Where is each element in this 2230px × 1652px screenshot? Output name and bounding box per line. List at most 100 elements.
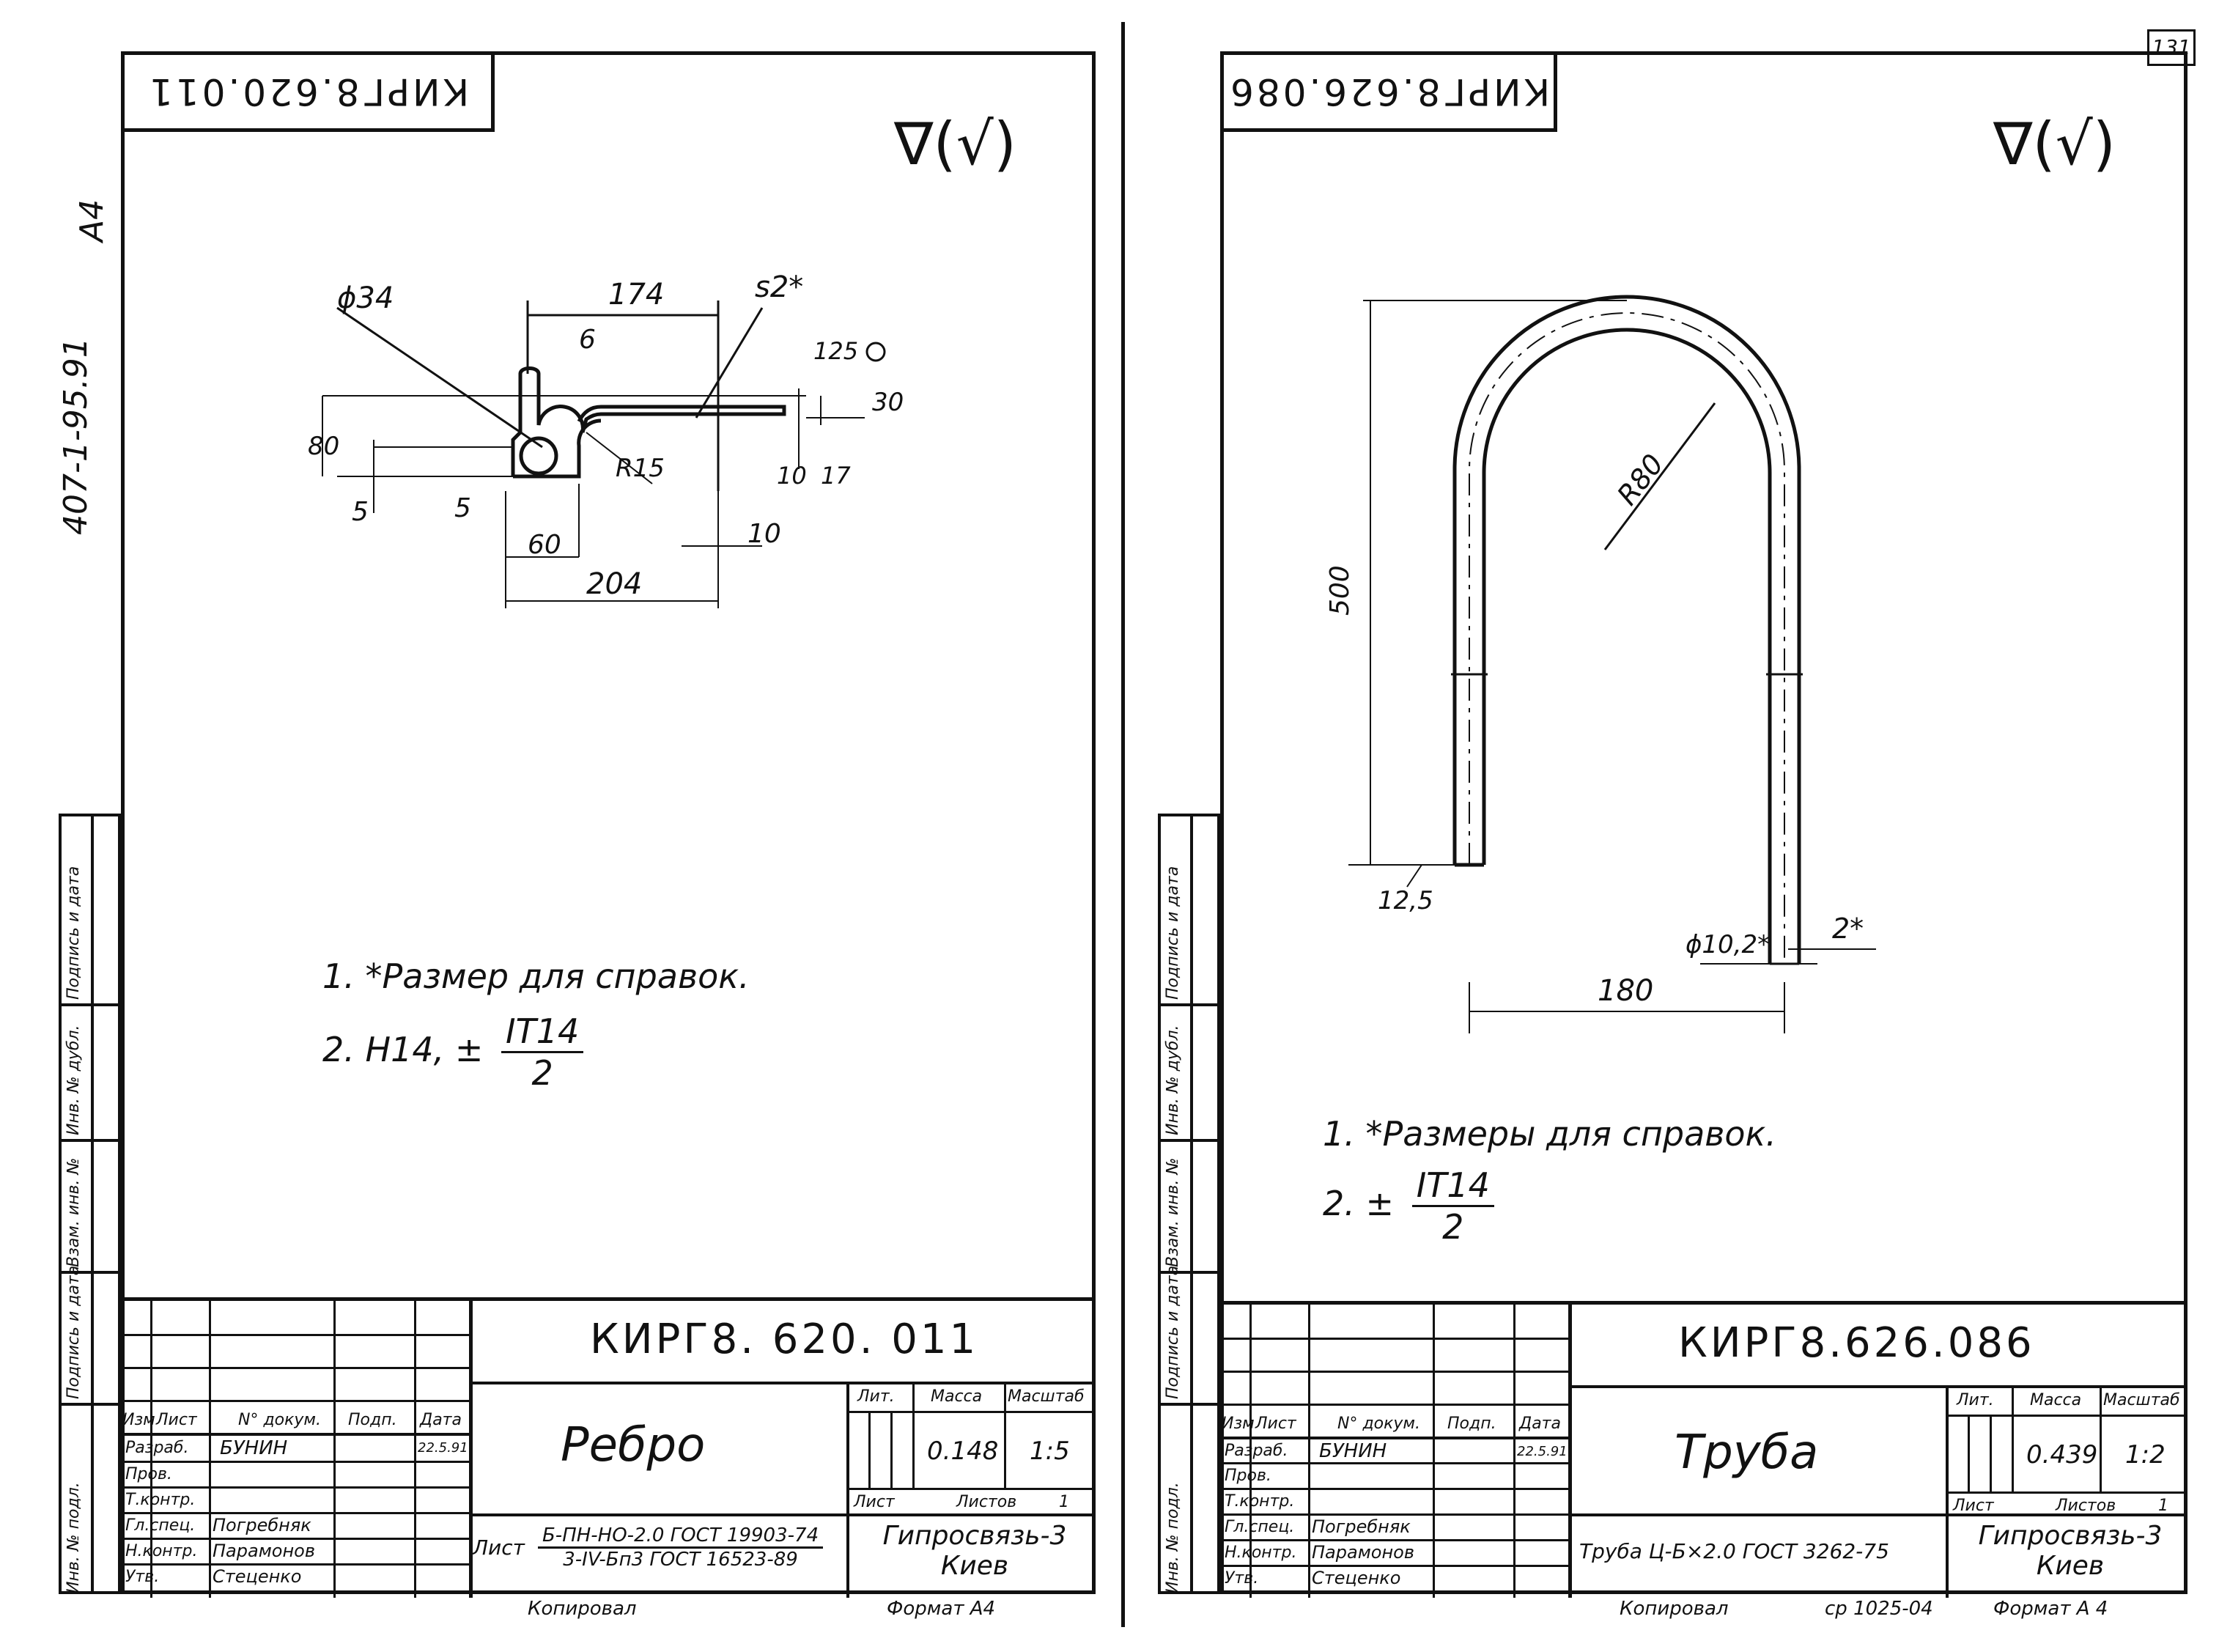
strip-label-inv-podl: Инв. № подл. — [1164, 1482, 1182, 1593]
strip-label-inv-dubl: Инв. № дубл. — [64, 1025, 83, 1135]
razrab-name: БУНИН — [220, 1437, 288, 1459]
right-material: Труба Ц-Б×2.0 ГОСТ 3262-75 — [1579, 1539, 1889, 1563]
right-tube-drawing: 500 R80 12,5 180 ϕ10,2* 2* — [1325, 295, 1876, 1033]
hdr-podp: Подп. — [348, 1411, 397, 1429]
right-sheet-frame — [1220, 51, 2187, 1594]
left-stamp-code: КИРГ8.620.011 — [147, 70, 470, 113]
lit-label: Лит. — [857, 1387, 895, 1406]
left-tb-code: КИРГ8. 620. 011 — [590, 1316, 979, 1363]
right-note-1: 1. *Размеры для справок. — [1323, 1114, 1776, 1154]
hdr-date: Дата — [420, 1411, 462, 1429]
dim-d10a: 10 — [777, 462, 807, 490]
hdr-izm: Изм — [1222, 1415, 1255, 1433]
listov-label: Листов — [956, 1493, 1017, 1511]
left-sheet-frame — [121, 51, 1096, 1594]
dim-d204: 204 — [586, 567, 642, 601]
dim-d500: 500 — [1325, 565, 1355, 616]
nkontr-name: Парамонов — [1312, 1542, 1415, 1563]
hdr-doc: N° докум. — [238, 1411, 322, 1429]
dim-d2: 2* — [1832, 912, 1864, 945]
row-tkontr: Т.контр. — [125, 1491, 196, 1509]
strip-label-podpis-2: Подпись и дата — [64, 866, 83, 1000]
dim-d5a: 5 — [352, 497, 369, 527]
left-note-1: 1. *Размер для справок. — [322, 956, 750, 996]
hdr-izm: Изм — [122, 1411, 155, 1429]
dim-d180: 180 — [1598, 974, 1653, 1008]
row-glspec: Гл.спец. — [1225, 1518, 1295, 1536]
right-bottom-code: ср 1025-04 — [1825, 1598, 1933, 1620]
left-side-strip: Инв. № подл. Подпись и дата Взам. инв. №… — [59, 814, 121, 1594]
side-doc-code: 407-1-95.91 — [57, 337, 95, 535]
dim-d60: 60 — [528, 530, 561, 560]
right-bottom-kopiroval: Копировал — [1620, 1598, 1729, 1620]
masshtab-label: Масштаб — [1008, 1387, 1085, 1406]
strip-label-podpis-1: Подпись и дата — [1164, 1265, 1182, 1399]
dim-d5b: 5 — [454, 493, 471, 523]
right-stamp-code: КИРГ8.626.086 — [1227, 70, 1551, 113]
right-stamp-code-box: КИРГ8.626.086 — [1220, 51, 1557, 132]
razrab-date: 22.5.91 — [1517, 1444, 1568, 1459]
nkontr-name: Парамонов — [213, 1541, 316, 1561]
dim-d125: 125 — [813, 337, 858, 365]
listov-value: 1 — [1059, 1493, 1069, 1511]
row-nkontr: Н.контр. — [1225, 1544, 1297, 1562]
right-side-strip: Инв. № подл. Подпись и дата Взам. инв. №… — [1158, 814, 1220, 1594]
massa-value: 0.148 — [927, 1437, 999, 1466]
masshtab-label: Масштаб — [2103, 1391, 2180, 1409]
masshtab-value: 1:5 — [1030, 1437, 1070, 1466]
row-prov: Пров. — [125, 1465, 172, 1483]
strip-label-vzam: Взам. инв. № — [1164, 1157, 1182, 1267]
sheet-divider — [1121, 22, 1125, 1627]
dim-s2: s2* — [755, 270, 803, 304]
left-stamp-code-box: КИРГ8.620.011 — [121, 51, 495, 132]
row-utv: Утв. — [125, 1568, 160, 1586]
listov-value: 1 — [2158, 1497, 2168, 1515]
left-bottom-kopiroval: Копировал — [528, 1598, 637, 1620]
dim-d125: 12,5 — [1378, 886, 1433, 915]
list-label: Лист — [854, 1493, 895, 1511]
dim-d102: ϕ10,2* — [1686, 930, 1770, 959]
dim-r80: R80 — [1611, 448, 1670, 511]
utv-name: Стеценко — [1312, 1568, 1401, 1588]
row-nkontr: Н.контр. — [125, 1542, 198, 1560]
list-label: Лист — [1953, 1497, 1994, 1515]
row-prov: Пров. — [1225, 1467, 1271, 1485]
side-format: A4 — [73, 199, 111, 242]
left-rib-drawing: ϕ34 174 s2* 6 125 30 80 R15 10 17 5 5 60… — [308, 270, 904, 608]
left-roughness-symbol: ∇(√) — [894, 110, 1016, 178]
left-bottom-format: Формат А4 — [887, 1598, 996, 1620]
right-title-block: Изм Лист N° докум. Подп. Дата Разраб. БУ… — [1220, 1301, 2187, 1598]
utv-name: Стеценко — [213, 1566, 302, 1587]
row-razrab: Разраб. — [1225, 1442, 1288, 1460]
strip-label-podpis-1: Подпись и дата — [64, 1265, 83, 1399]
left-title-block: Изм Лист N° докум. Подп. Дата Разраб. БУ… — [121, 1297, 1096, 1598]
row-glspec: Гл.спец. — [125, 1516, 196, 1535]
dim-d30: 30 — [872, 388, 904, 417]
hdr-date: Дата — [1519, 1415, 1561, 1433]
row-razrab: Разраб. — [125, 1439, 189, 1457]
razrab-date: 22.5.91 — [418, 1440, 468, 1456]
right-tb-code: КИРГ8.626.086 — [1678, 1319, 2035, 1367]
dim-d6: 6 — [579, 325, 596, 355]
dim-d34: ϕ34 — [337, 281, 394, 315]
massa-value: 0.439 — [2026, 1440, 2098, 1470]
dim-r15: R15 — [616, 454, 665, 483]
masshtab-value: 1:2 — [2125, 1440, 2166, 1470]
hdr-list: Лист — [156, 1411, 197, 1429]
lit-label: Лит. — [1957, 1391, 1994, 1409]
row-tkontr: Т.контр. — [1225, 1492, 1295, 1511]
massa-label: Масса — [931, 1387, 983, 1406]
right-org: Гипросвязь-3 Киев — [1978, 1521, 2163, 1581]
left-org: Гипросвязь-3 Киев — [882, 1521, 1067, 1581]
right-bottom-format: Формат А 4 — [1993, 1598, 2108, 1620]
glspec-name: Погребняк — [1312, 1516, 1411, 1537]
row-utv: Утв. — [1225, 1569, 1259, 1588]
dim-d10b: 10 — [747, 519, 781, 549]
razrab-name: БУНИН — [1319, 1440, 1387, 1462]
dim-d80: 80 — [308, 432, 339, 461]
dim-d17: 17 — [821, 462, 851, 490]
strip-label-inv-podl: Инв. № подл. — [64, 1482, 83, 1593]
right-tb-name: Труба — [1675, 1426, 1819, 1480]
right-roughness-symbol: ∇(√) — [1993, 110, 2116, 178]
